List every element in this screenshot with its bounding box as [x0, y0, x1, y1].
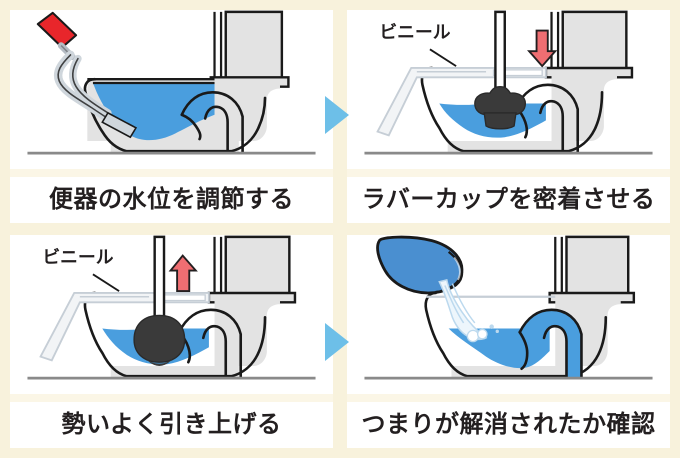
- arrow-connector-bottom: [325, 323, 349, 361]
- toilet-tank-icon: [548, 235, 636, 304]
- vinyl-label-leader-line: [92, 273, 120, 292]
- plunger-icon: [133, 235, 186, 366]
- toilet-scene-2: ビニール: [364, 10, 653, 155]
- caption-adjust-water-level: 便器の水位を調節する: [10, 177, 333, 223]
- caption-band: [10, 169, 333, 177]
- caption-verify-clog-cleared: つまりが解消されたか確認: [347, 402, 670, 448]
- caption-band: [347, 169, 670, 177]
- up-arrow-icon: [168, 254, 198, 293]
- pouring-water-icon: [438, 278, 499, 343]
- caption-band: [10, 394, 333, 402]
- trapway-icon: [518, 308, 583, 379]
- caption-band: [347, 394, 670, 402]
- panel-verify-clog-cleared[interactable]: つまりが解消されたか確認: [347, 235, 670, 448]
- caption-pull-up-vigorously: 勢いよく引き上げる: [10, 402, 333, 448]
- dipper-scoop-icon: [36, 11, 138, 139]
- toilet-scene-4: [364, 235, 653, 380]
- vinyl-sheet-label-group: [429, 48, 457, 67]
- toilet-tank-icon: [544, 10, 634, 79]
- illustration-verify-clog-cleared: [347, 235, 670, 394]
- plunger-icon: [474, 10, 527, 130]
- caption-seal-plunger: ラバーカップを密着させる: [347, 177, 670, 223]
- vinyl-sheet-label: ビニール: [42, 247, 113, 267]
- arrow-connector-top: [325, 96, 349, 134]
- illustration-seal-plunger: ビニール: [347, 10, 670, 169]
- toilet-scene-1: [27, 10, 316, 155]
- illustration-adjust-water-level: [10, 10, 333, 169]
- toilet-scene-3: ビニール: [27, 235, 316, 380]
- panel-seal-plunger[interactable]: ビニール ラバーカップを密着させる: [347, 10, 670, 223]
- vinyl-sheet-icon: [39, 292, 210, 362]
- vinyl-sheet-label: ビニール: [379, 22, 450, 42]
- bucket-icon: [376, 235, 464, 295]
- illustration-pull-up-vigorously: ビニール: [10, 235, 333, 394]
- panel-pull-up-vigorously[interactable]: ビニール 勢いよく引き上げる: [10, 235, 333, 448]
- trapway-icon: [180, 90, 244, 154]
- toilet-tank-icon: [207, 235, 297, 304]
- panel-adjust-water-level[interactable]: 便器の水位を調節する: [10, 10, 333, 223]
- toilet-tank-icon: [209, 10, 290, 88]
- down-arrow-icon: [527, 29, 558, 68]
